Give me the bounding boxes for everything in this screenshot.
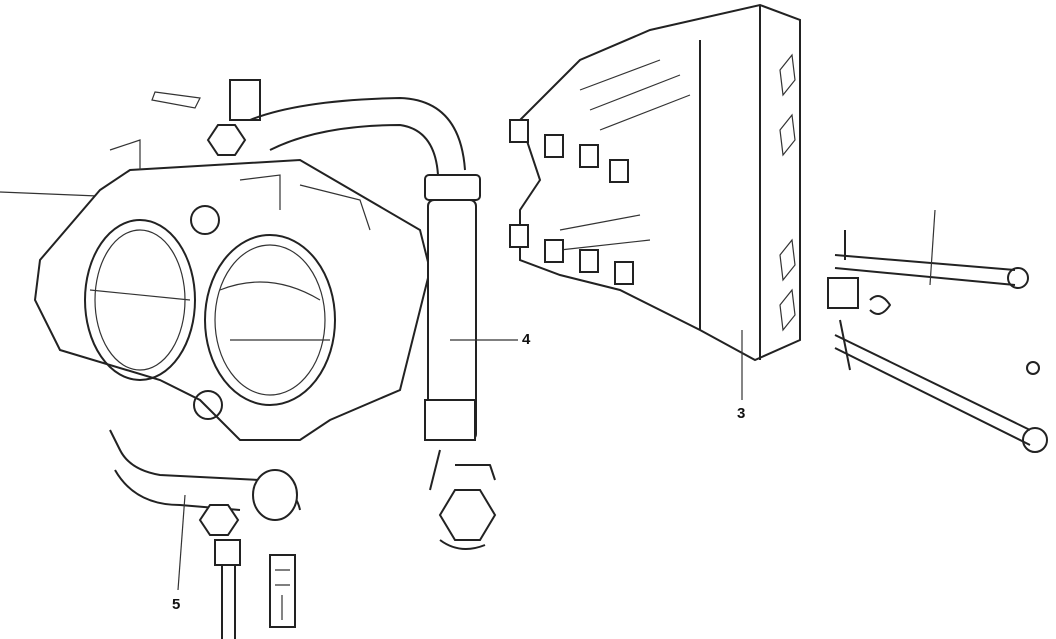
bracket-3 bbox=[509, 3, 801, 362]
elbow-connector-5 bbox=[109, 429, 301, 639]
leader-line-5 bbox=[177, 494, 186, 591]
retaining-pins bbox=[827, 230, 1048, 453]
callout-3: 3 bbox=[737, 405, 746, 422]
callout-5: 5 bbox=[172, 596, 181, 613]
hose-assembly-4 bbox=[151, 79, 497, 550]
leader-line-pins bbox=[929, 209, 936, 286]
main-housing bbox=[33, 139, 432, 441]
callout-4: 4 bbox=[522, 331, 531, 348]
